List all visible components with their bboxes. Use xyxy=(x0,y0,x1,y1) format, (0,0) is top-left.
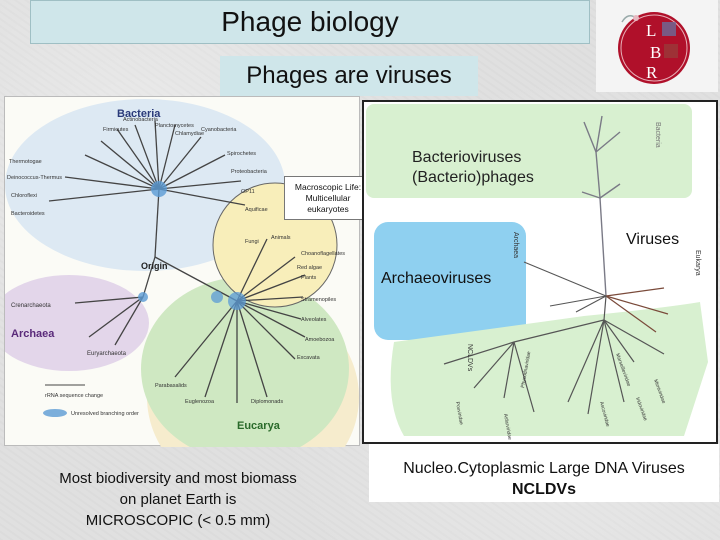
slide-title-text: Phage biology xyxy=(221,6,399,37)
bacteria-group-label: Aquificae xyxy=(245,207,268,213)
slide-subtitle-text: Phages are viruses xyxy=(246,62,452,89)
bacteria-group-label: Planctomycetes xyxy=(155,123,194,129)
bacteria-group-labels: Thermotogae Deinococcus-Thermus Chlorofl… xyxy=(7,117,268,217)
slide-title: Phage biology xyxy=(30,0,590,44)
legend-rrna-label: rRNA sequence change xyxy=(45,393,103,399)
bacteria-group-label: Thermotogae xyxy=(9,159,42,165)
archaea-node xyxy=(138,292,148,302)
eucarya-group-labels: Animals Fungi Plants Red algae Choanofla… xyxy=(155,235,345,405)
bacteria-group-label: Bacteroidetes xyxy=(11,211,45,217)
macroscopic-life-text: Macroscopic Life: Multicellular eukaryot… xyxy=(294,181,362,214)
side-label-eukarya: Eukarya xyxy=(694,250,701,276)
archaea-virus-branches xyxy=(523,261,607,313)
bacterioviruses-region xyxy=(366,104,692,198)
eucarya-group-label: Fungi xyxy=(245,239,259,245)
bacteria-branches xyxy=(48,120,246,258)
archaea-branches xyxy=(74,256,156,346)
logo-letter-l: L xyxy=(646,21,656,40)
eucarya-group-label: Choanoflagellates xyxy=(301,251,345,257)
biodiversity-caption: Most biodiversity and most biomass on pl… xyxy=(20,468,336,531)
macroscopic-life-box: Macroscopic Life: Multicellular eukaryot… xyxy=(284,176,372,220)
ncldv-region xyxy=(390,302,708,436)
bacteria-virus-branches xyxy=(581,115,621,297)
origin-label: Origin xyxy=(141,261,168,271)
bacteria-group-label: Chloroflexi xyxy=(11,193,37,199)
eucarya-branches xyxy=(154,238,306,403)
archaea-group-labels: Crenarchaeota Euryarchaeota xyxy=(11,303,127,357)
archaea-group-label: Crenarchaeota xyxy=(11,303,51,309)
eucarya-group-label: Diplomonads xyxy=(251,399,283,405)
logo-letter-b: B xyxy=(650,43,661,62)
tree-of-life-figure: Bacteria Archaea Eucarya Origin Thermoto… xyxy=(0,96,360,497)
bacteria-group-label: Spirochetes xyxy=(227,151,256,157)
lbr-logo: L B R xyxy=(596,0,718,92)
eukarya-virus-branches xyxy=(605,287,669,333)
ncldv-full-name: Nucleo.Cytoplasmic Large DNA Viruses xyxy=(403,460,685,477)
eucarya-group-label: Excavata xyxy=(297,355,321,361)
ncldv-acronym: NCLDVs xyxy=(511,481,576,498)
side-label-bacteria: Bacteria xyxy=(654,122,661,148)
logo-emblem: L B R xyxy=(618,12,690,84)
eucarya-domain-label: Eucarya xyxy=(237,420,281,432)
eucarya-group-label: Animals xyxy=(271,235,291,241)
ncldv-family-label: Asfarviridae xyxy=(502,413,513,440)
ncldv-caption: Nucleo.Cytoplasmic Large DNA Viruses NCL… xyxy=(369,444,719,502)
virus-tree-diagram: Bacteria Archaea Eukarya NCLDVs Phycodna… xyxy=(366,104,708,441)
archaea-region xyxy=(0,275,149,371)
archaea-group-label: Euryarchaeota xyxy=(87,351,127,357)
virus-tree-figure: Bacteria Archaea Eukarya NCLDVs Phycodna… xyxy=(362,100,718,444)
slide-subtitle: Phages are viruses xyxy=(220,56,478,96)
logo-letter-r: R xyxy=(646,63,658,82)
eucarya-group-label: Red algae xyxy=(297,265,322,271)
bacteria-group-label: Actinobacteria xyxy=(123,117,159,123)
eucarya-group-label: Amoebozoa xyxy=(305,337,335,343)
legend-branching-label: Unresolved branching order xyxy=(71,411,139,417)
viruses-label: Viruses xyxy=(626,231,680,248)
caption-left-line: MICROSCOPIC (< 0.5 mm) xyxy=(85,512,271,529)
bacteriophages-line: (Bacterio)phages xyxy=(412,169,534,186)
eucarya-group-label: Stramenopiles xyxy=(301,297,336,303)
bacteria-group-label: Deinococcus-Thermus xyxy=(7,175,62,181)
bacteria-group-label: Firmicutes xyxy=(103,127,129,133)
side-label-ncldvs: NCLDVs xyxy=(466,344,473,372)
bacterioviruses-label: Bacterioviruses (Bacterio)phages xyxy=(412,148,592,188)
bacteria-group-label: Chlamydiae xyxy=(175,131,204,137)
bacteria-node xyxy=(151,181,167,197)
eucarya-group-label: Alveolates xyxy=(301,317,327,323)
caption-left-line: on planet Earth is xyxy=(119,491,237,508)
tree-of-life-diagram: Bacteria Archaea Eucarya Origin Thermoto… xyxy=(0,99,359,497)
archaea-domain-label: Archaea xyxy=(11,328,55,340)
archaeoviruses-region xyxy=(374,222,526,340)
bacteria-group-label: Cyanobacteria xyxy=(201,127,237,133)
side-label-archaea: Archaea xyxy=(512,232,519,258)
archaeoviruses-label: Archaeoviruses xyxy=(381,270,492,287)
bacteria-group-label: OP11 xyxy=(241,189,255,195)
bacteria-group-label: Proteobacteria xyxy=(231,169,268,175)
eucarya-node xyxy=(228,292,246,310)
legend-node-swatch xyxy=(43,409,67,417)
caption-left-line: Most biodiversity and most biomass xyxy=(59,470,297,487)
eucarya-group-label: Plants xyxy=(301,275,317,281)
bacterioviruses-line: Bacterioviruses xyxy=(412,149,522,166)
bacteria-domain-label: Bacteria xyxy=(117,108,161,120)
eucarya-region xyxy=(141,277,349,461)
eucarya-group-label: Euglenozoa xyxy=(185,399,215,405)
eucarya-group-label: Parabasalids xyxy=(155,383,187,389)
ncldv-family-label: Poxviridae xyxy=(454,401,464,425)
ncldv-branches xyxy=(443,295,665,415)
